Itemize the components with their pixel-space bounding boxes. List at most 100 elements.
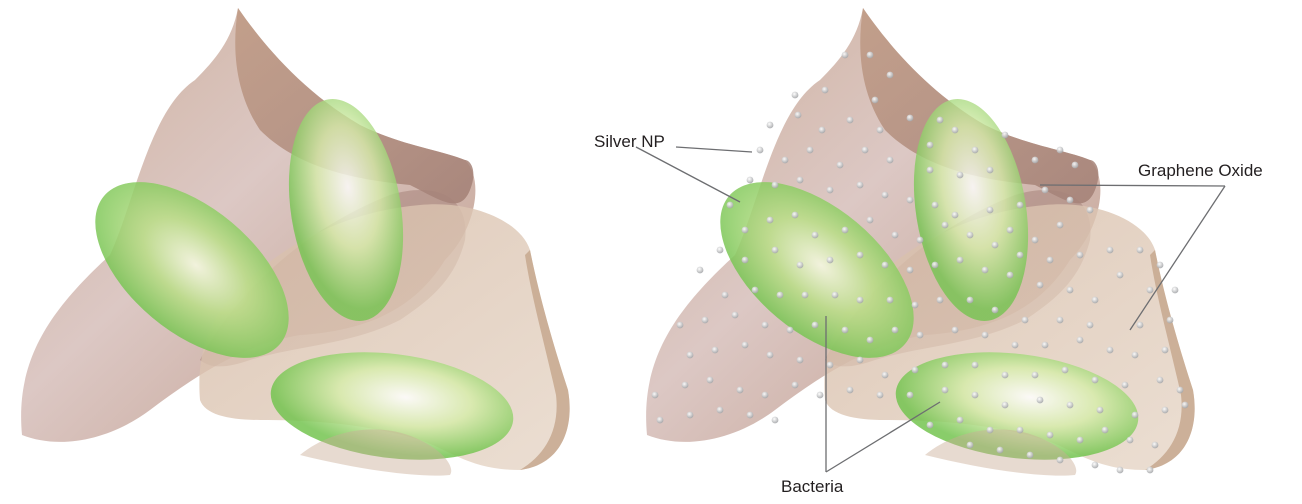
silver-nanoparticle — [796, 176, 804, 184]
silver-nanoparticle — [756, 146, 764, 154]
silver-nanoparticle — [1056, 221, 1064, 229]
silver-nanoparticle — [811, 231, 819, 239]
silver-nanoparticle — [951, 126, 959, 134]
silver-nanoparticle — [841, 326, 849, 334]
silver-nanoparticle — [1066, 196, 1074, 204]
silver-nanoparticle — [681, 381, 689, 389]
silver-nanoparticle — [866, 51, 874, 59]
silver-nanoparticle — [926, 141, 934, 149]
silver-nanoparticle — [971, 391, 979, 399]
silver-nanoparticle — [1056, 316, 1064, 324]
silver-nanoparticle — [966, 441, 974, 449]
silver-nanoparticle — [1006, 271, 1014, 279]
silver-nanoparticle — [1091, 376, 1099, 384]
silver-nanoparticle — [816, 391, 824, 399]
silver-nanoparticle — [931, 201, 939, 209]
silver-nanoparticle — [1041, 186, 1049, 194]
silver-nanoparticle — [1091, 296, 1099, 304]
silver-nanoparticle — [886, 71, 894, 79]
silver-nanoparticle — [741, 256, 749, 264]
silver-nanoparticle — [1066, 286, 1074, 294]
silver-nanoparticle — [791, 381, 799, 389]
silver-nanoparticle — [781, 156, 789, 164]
silver-nanoparticle — [996, 446, 1004, 454]
silver-nanoparticle — [856, 356, 864, 364]
silver-nanoparticle — [1181, 401, 1189, 409]
silver-nanoparticle — [911, 366, 919, 374]
silver-nanoparticle — [711, 346, 719, 354]
silver-nanoparticle — [821, 86, 829, 94]
leader-silver-np-b — [635, 146, 741, 203]
silver-nanoparticle — [1106, 246, 1114, 254]
silver-nanoparticle — [826, 361, 834, 369]
silver-nanoparticle — [1101, 426, 1109, 434]
silver-nanoparticle — [656, 416, 664, 424]
silver-nanoparticle — [1016, 201, 1024, 209]
silver-nanoparticle — [806, 146, 814, 154]
silver-nanoparticle — [796, 261, 804, 269]
label-silver-np: Silver NP — [594, 132, 665, 151]
silver-nanoparticle — [686, 351, 694, 359]
silver-nanoparticle — [1156, 376, 1164, 384]
silver-nanoparticle — [876, 126, 884, 134]
silver-nanoparticle — [796, 356, 804, 364]
silver-nanoparticle — [836, 161, 844, 169]
silver-nanoparticle — [1061, 366, 1069, 374]
silver-nanoparticle — [1086, 321, 1094, 329]
silver-nanoparticle — [831, 291, 839, 299]
silver-nanoparticle — [846, 116, 854, 124]
silver-nanoparticle — [706, 376, 714, 384]
silver-nanoparticle — [701, 316, 709, 324]
silver-nanoparticle — [1031, 371, 1039, 379]
silver-nanoparticle — [856, 251, 864, 259]
silver-nanoparticle — [1121, 381, 1129, 389]
silver-nanoparticle — [981, 266, 989, 274]
silver-nanoparticle — [856, 181, 864, 189]
silver-nanoparticle — [741, 341, 749, 349]
leader-lines — [635, 146, 1226, 473]
silver-nanoparticle — [1006, 226, 1014, 234]
silver-nanoparticle — [936, 116, 944, 124]
silver-nanoparticle — [826, 186, 834, 194]
leader-bacteria-b — [825, 401, 941, 473]
silver-nanoparticle — [1026, 451, 1034, 459]
silver-nanoparticle — [1166, 316, 1174, 324]
silver-nanoparticle — [1001, 371, 1009, 379]
silver-nanoparticle — [1001, 401, 1009, 409]
silver-nanoparticle — [1131, 351, 1139, 359]
silver-nanoparticle — [1036, 281, 1044, 289]
silver-nanoparticle — [1076, 436, 1084, 444]
silver-nanoparticle — [886, 156, 894, 164]
silver-nanoparticle — [841, 51, 849, 59]
silver-nanoparticle — [1176, 386, 1184, 394]
silver-nanoparticle — [651, 391, 659, 399]
panel-right — [646, 8, 1195, 476]
silver-nanoparticle — [951, 326, 959, 334]
silver-nanoparticle — [936, 296, 944, 304]
leader-graphene-b — [1129, 185, 1226, 331]
silver-nanoparticle — [1161, 406, 1169, 414]
silver-nanoparticle — [716, 246, 724, 254]
silver-nanoparticle — [1066, 401, 1074, 409]
silver-nanoparticles — [651, 51, 1189, 474]
silver-nanoparticle — [1171, 286, 1179, 294]
silver-nanoparticle — [911, 301, 919, 309]
silver-nanoparticle — [1096, 406, 1104, 414]
silver-nanoparticle — [686, 411, 694, 419]
silver-nanoparticle — [1016, 426, 1024, 434]
silver-nanoparticle — [726, 201, 734, 209]
silver-nanoparticle — [771, 246, 779, 254]
silver-nanoparticle — [1106, 346, 1114, 354]
silver-nanoparticle — [791, 91, 799, 99]
silver-nanoparticle — [1001, 131, 1009, 139]
silver-nanoparticle — [786, 326, 794, 334]
silver-nanoparticle — [846, 386, 854, 394]
silver-nanoparticle — [794, 111, 802, 119]
silver-nanoparticle — [926, 166, 934, 174]
silver-nanoparticle — [906, 266, 914, 274]
silver-nanoparticle — [941, 221, 949, 229]
silver-nanoparticle — [1086, 206, 1094, 214]
silver-nanoparticle — [801, 291, 809, 299]
silver-nanoparticle — [826, 256, 834, 264]
